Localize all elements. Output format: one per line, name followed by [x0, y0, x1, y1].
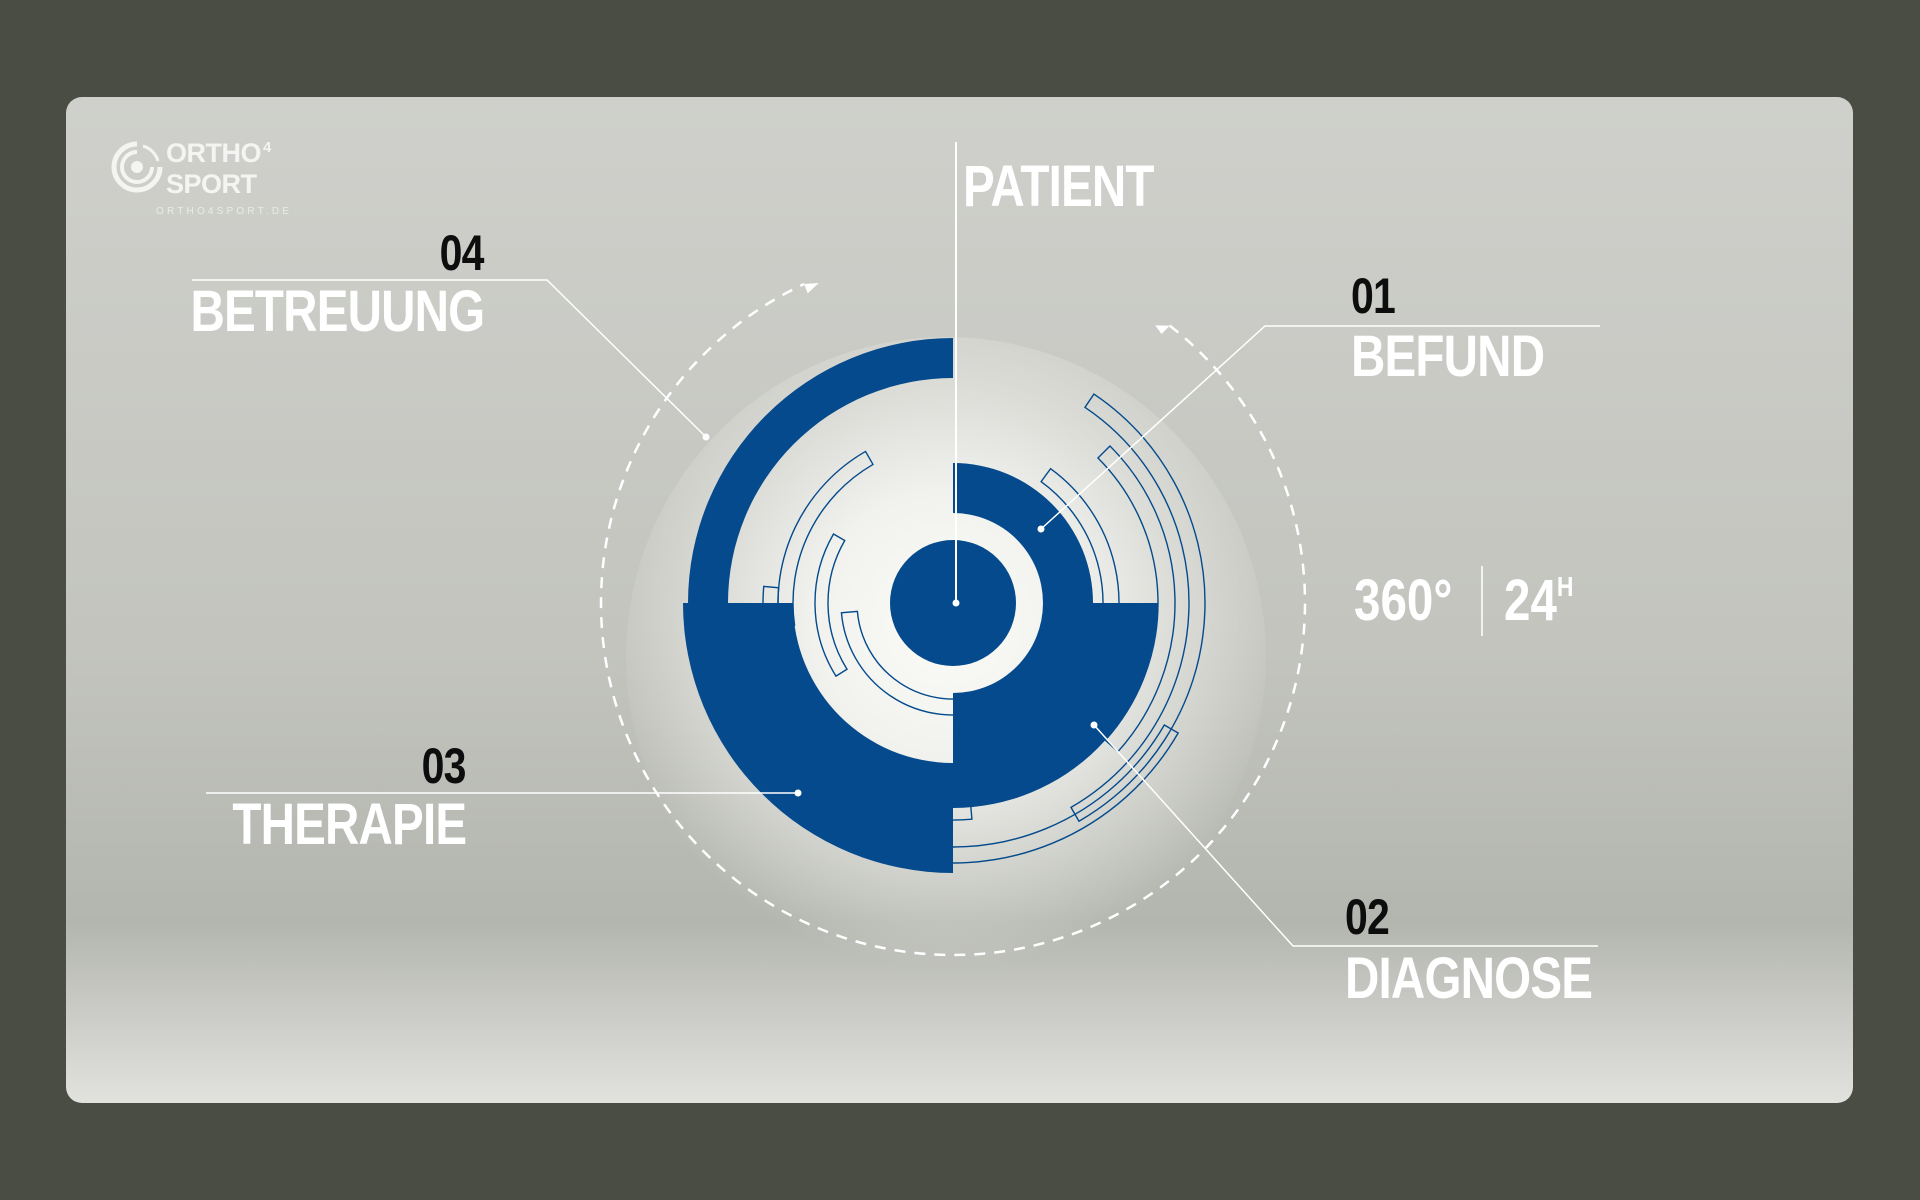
callout-diagnose [1090, 721, 1598, 947]
segment-betreuung [688, 338, 953, 603]
segment-therapie [683, 603, 953, 873]
segment-diagnose [953, 603, 1158, 808]
step-03-number: 03 [422, 738, 467, 794]
outline-arc-9 [814, 533, 848, 678]
dashed-ring-arc [599, 282, 1307, 957]
step-01-label: BEFUND [1351, 324, 1545, 389]
step-04-label: BETREUUNG [190, 279, 485, 344]
outline-arc-2 [1096, 445, 1176, 753]
brand-name-superscript: 4 [263, 139, 271, 156]
logo-mark-icon [111, 141, 163, 193]
step-02-number: 02 [1345, 889, 1390, 945]
blue-segments [683, 338, 1158, 873]
stat-360-degrees: 360° [1354, 568, 1453, 633]
stat-separator [1481, 566, 1483, 636]
brand-name-line2: SPORT [166, 169, 257, 199]
step-02-label: DIAGNOSE [1345, 946, 1593, 1011]
stat-hours-unit: H [1556, 570, 1574, 602]
stat-hours-value: 24 [1504, 568, 1557, 633]
patient-pointer-dot [952, 599, 960, 607]
step-03-label: THERAPIE [232, 792, 467, 857]
step-01-number: 01 [1351, 268, 1396, 324]
brand-name-line1: ORTHO [166, 138, 262, 168]
dashed-ring-arrow-left-icon [804, 282, 819, 294]
callout-therapie [206, 789, 802, 797]
callout-befund [1037, 325, 1600, 533]
dashed-cycle-ring [599, 282, 1307, 957]
brand-url: ORTHO4SPORT.DE [156, 206, 293, 217]
outline-arc-5 [777, 450, 874, 629]
patient-label: PATIENT [963, 154, 1154, 219]
callout-betreuung [192, 279, 710, 441]
dashed-ring-arrow-right-icon [1155, 325, 1170, 335]
stat-24-hours: 24H [1504, 572, 1573, 630]
outline-arc-6 [840, 610, 989, 716]
segment-befund [953, 463, 1093, 603]
step-04-number: 04 [440, 225, 485, 281]
